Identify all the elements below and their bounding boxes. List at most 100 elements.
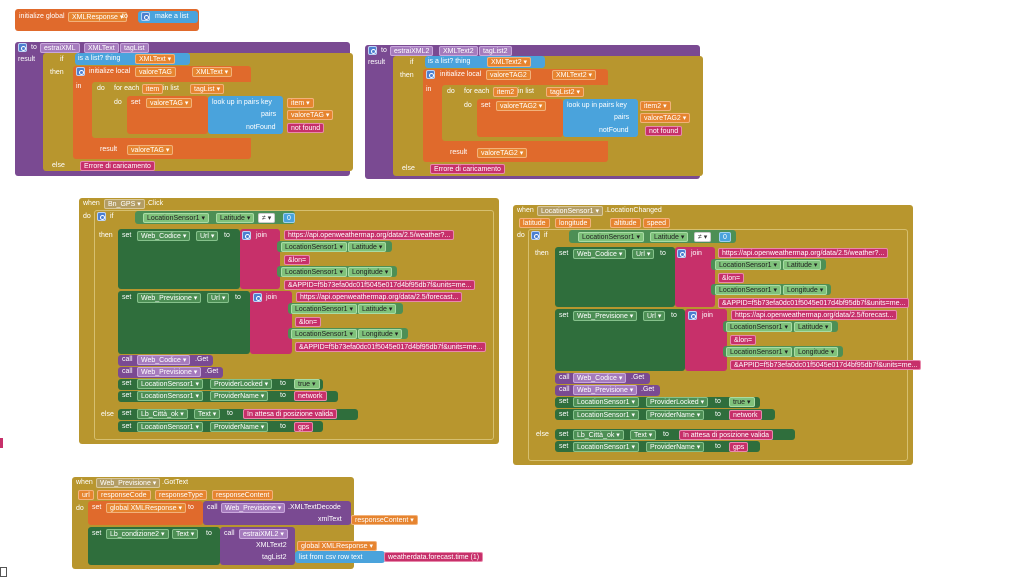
get2-taglist[interactable]: tagList2: [546, 87, 584, 97]
gt-get-global[interactable]: global XMLResponse: [297, 541, 378, 551]
loc-field-7[interactable]: LocationSensor1: [137, 422, 204, 432]
loc-field-3[interactable]: LocationSensor1: [291, 304, 358, 314]
gps-if-gear-icon[interactable]: [97, 212, 106, 221]
lc-lat-field-2[interactable]: Latitude: [794, 322, 833, 332]
lc-param-speed[interactable]: speed: [643, 218, 671, 228]
get-valore-result[interactable]: valoreTAG: [127, 145, 174, 155]
loc-field-6[interactable]: LocationSensor1: [137, 391, 204, 401]
lc-gps-text[interactable]: gps: [729, 442, 749, 452]
gps-text[interactable]: gps: [294, 422, 314, 432]
error2-text[interactable]: Errore di caricamento: [430, 164, 505, 174]
notfound2-text[interactable]: not found: [645, 126, 683, 136]
provider-locked-field[interactable]: ProviderLocked: [210, 379, 273, 389]
lc-param-altitude[interactable]: altitude: [610, 218, 641, 228]
get-xmltext[interactable]: XMLText: [135, 54, 176, 64]
attesa-text[interactable]: In attesa di posizione valida: [243, 409, 337, 419]
lc-join-gear-icon[interactable]: [677, 249, 686, 258]
notfound-text[interactable]: not found: [287, 123, 325, 133]
url-field-2[interactable]: Url: [207, 293, 230, 303]
set-valore-field[interactable]: valoreTAG: [146, 98, 193, 108]
gps-zero-field[interactable]: 0: [283, 213, 295, 223]
lc-lon-text-2[interactable]: &lon=: [730, 335, 757, 345]
loc-field-1[interactable]: LocationSensor1: [281, 242, 348, 252]
item-field[interactable]: item: [142, 84, 164, 94]
web-codice-field[interactable]: Web_Codice: [137, 231, 191, 241]
gps-component[interactable]: Bn_GPS: [104, 199, 145, 209]
lc-network-text[interactable]: network: [729, 410, 762, 420]
url-field[interactable]: Url: [196, 231, 219, 241]
url-text-2[interactable]: https://api.openweathermap.org/data/2.5/…: [296, 292, 463, 302]
gt-param-responsecontent[interactable]: responseContent: [212, 490, 274, 500]
lc-url-text-2[interactable]: https://api.openweathermap.org/data/2.5/…: [731, 310, 898, 320]
provider-name-field[interactable]: ProviderName: [210, 391, 269, 401]
local-name-field[interactable]: valoreTAG: [135, 67, 176, 77]
provider-name-field-2[interactable]: ProviderName: [210, 422, 269, 432]
call-web-codice[interactable]: Web_Codice: [137, 355, 191, 365]
lc-param-longitude[interactable]: longitude: [555, 218, 592, 228]
gt-component[interactable]: Web_Previsione: [96, 478, 161, 488]
lc-true-field[interactable]: true: [729, 397, 755, 407]
lc-appid-text-2[interactable]: &APPID=f5b73efa0dc01f5045e017d4bf95db7f&…: [730, 360, 922, 370]
lc-url-field[interactable]: Url: [632, 249, 655, 259]
gps-neq-field[interactable]: ≠: [258, 213, 276, 223]
proc-gear-icon[interactable]: [18, 43, 27, 52]
lc-provider-name[interactable]: ProviderName: [646, 410, 705, 420]
join-gear-icon[interactable]: [242, 231, 251, 240]
make-list-block[interactable]: [138, 11, 198, 23]
local-gear-icon[interactable]: [76, 67, 85, 76]
lc-lat-field-1[interactable]: Latitude: [783, 260, 822, 270]
lc-lat-field[interactable]: Latitude: [650, 232, 689, 242]
text-field-1[interactable]: Text: [194, 409, 221, 419]
get2-valore-pairs[interactable]: valoreTAG2: [640, 113, 691, 123]
call-web-previsione[interactable]: Web_Previsione: [137, 367, 202, 377]
set2-valore-field[interactable]: valoreTAG2: [496, 101, 547, 111]
lc-loc-field[interactable]: LocationSensor1: [578, 232, 645, 242]
web-previsione-field[interactable]: Web_Previsione: [137, 293, 202, 303]
gt-param-responsetype[interactable]: responseType: [155, 490, 207, 500]
lc-component[interactable]: LocationSensor1: [537, 206, 604, 216]
param-xmltext[interactable]: XMLText: [84, 43, 119, 53]
gt-param-url[interactable]: url: [78, 490, 94, 500]
lc-loc-field-1[interactable]: LocationSensor1: [715, 260, 782, 270]
lb-citta-field[interactable]: Lb_Città_ok: [137, 409, 188, 419]
lc-attesa-text[interactable]: In attesa di posizione valida: [679, 430, 773, 440]
gt-estrai2-field[interactable]: estraiXML2: [239, 529, 288, 539]
gt-lb-condizione[interactable]: Lb_condizione2: [106, 529, 169, 539]
lc-provider-name-2[interactable]: ProviderName: [646, 442, 705, 452]
param2-xmltext[interactable]: XMLText2: [439, 46, 478, 56]
get-valore-pairs[interactable]: valoreTAG: [287, 110, 334, 120]
get2-valore-result[interactable]: valoreTAG2: [477, 148, 528, 158]
lc-loc-field-6[interactable]: LocationSensor1: [573, 410, 640, 420]
lc-loc-field-2[interactable]: LocationSensor1: [715, 285, 782, 295]
lc-loc-field-3[interactable]: LocationSensor1: [726, 322, 793, 332]
lc-call-web-codice[interactable]: Web_Codice: [573, 373, 627, 383]
get-xmltext2[interactable]: XMLText: [192, 67, 233, 77]
lc-text-field[interactable]: Text: [630, 430, 657, 440]
network-text[interactable]: network: [294, 391, 327, 401]
lc-lb-citta[interactable]: Lb_Città_ok: [573, 430, 624, 440]
lon-field-1[interactable]: Longitude: [348, 267, 393, 277]
lc-loc-field-7[interactable]: LocationSensor1: [573, 442, 640, 452]
param-taglist[interactable]: tagList: [120, 43, 149, 53]
lon-text-2[interactable]: &lon=: [295, 317, 322, 327]
param2-taglist[interactable]: tagList2: [479, 46, 512, 56]
get2-xmltext[interactable]: XMLText2: [487, 57, 532, 67]
lon-text-1[interactable]: &lon=: [284, 255, 311, 265]
lookup-block[interactable]: [208, 96, 283, 134]
lc-appid-text-1[interactable]: &APPID=f5b73efa0dc01f5045e017d4bf95db7f&…: [718, 298, 910, 308]
lc-loc-field-4[interactable]: LocationSensor1: [726, 347, 793, 357]
get2-item[interactable]: item2: [640, 101, 671, 111]
gt-wft-text[interactable]: weatherdata.forecast.time (1): [384, 552, 484, 562]
url-text-1[interactable]: https://api.openweathermap.org/data/2.5/…: [284, 230, 455, 240]
lc-web-previsione[interactable]: Web_Previsione: [573, 311, 638, 321]
true-field[interactable]: true: [294, 379, 320, 389]
set-lb-citta-block[interactable]: [118, 409, 358, 420]
proc-name-field[interactable]: estraiXML: [40, 43, 80, 53]
item2-field[interactable]: item2: [493, 87, 519, 97]
gt-get-responsecontent[interactable]: responseContent: [351, 515, 418, 525]
lc-url-text-1[interactable]: https://api.openweathermap.org/data/2.5/…: [718, 248, 889, 258]
lc-loc-field-5[interactable]: LocationSensor1: [573, 397, 640, 407]
gt-param-responsecode[interactable]: responseCode: [97, 490, 151, 500]
lc-web-codice[interactable]: Web_Codice: [573, 249, 627, 259]
get2-xmltext2[interactable]: XMLText2: [552, 70, 597, 80]
